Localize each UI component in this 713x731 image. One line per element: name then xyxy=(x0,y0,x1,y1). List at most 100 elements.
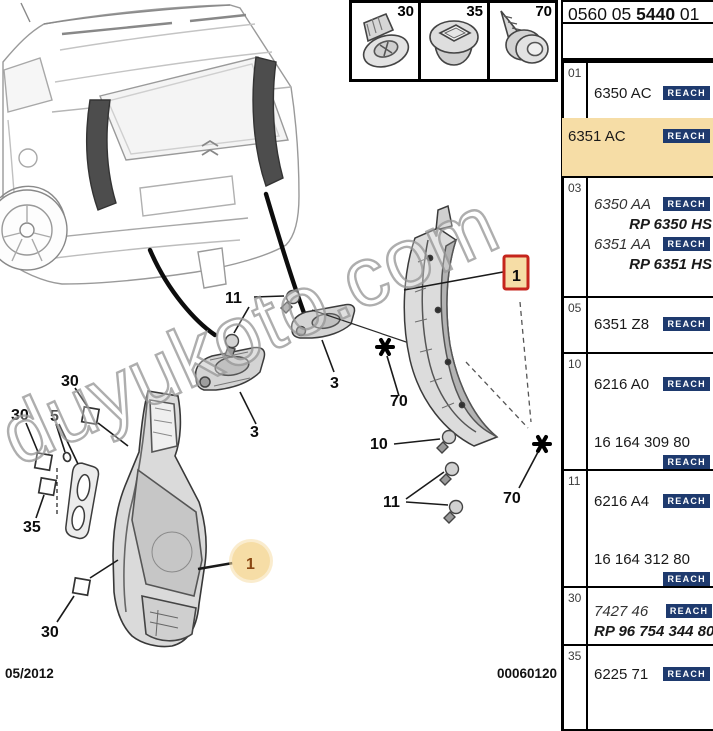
row-content: 6350 AC REACH 6351 AC REACH xyxy=(562,63,713,176)
reach-badge[interactable]: REACH xyxy=(663,197,710,211)
small-lamp-left xyxy=(194,346,266,391)
row-ref: 03 xyxy=(564,178,588,296)
part-code: 6351 AC xyxy=(568,127,626,145)
callout-1-bracket: 1 xyxy=(512,268,521,285)
table-row[interactable]: 03 6350 AA REACH RP 6350 HS 6351 AA REACH RP 6… xyxy=(564,178,713,298)
reach-badge[interactable]: REACH xyxy=(663,455,710,469)
callout-3-right: 3 xyxy=(330,375,339,392)
footer-date: 05/2012 xyxy=(5,666,54,681)
reach-badge[interactable]: REACH xyxy=(663,667,710,681)
reach-badge[interactable]: REACH xyxy=(663,572,710,586)
part-code: 16 164 312 80 xyxy=(594,550,690,568)
fastener-clips xyxy=(33,405,101,597)
reach-badge[interactable]: REACH xyxy=(663,86,710,100)
gasket-seal xyxy=(65,462,100,540)
part-line[interactable]: 6351 AC REACH xyxy=(562,126,713,146)
reach-below-line: REACH xyxy=(588,569,713,589)
screw-icon xyxy=(500,10,549,64)
part-line[interactable]: 6351 AA REACH xyxy=(588,234,713,254)
part-line[interactable]: 6216 A4 REACH xyxy=(588,491,713,511)
row-content: 6350 AA REACH RP 6350 HS 6351 AA REACH RP 635… xyxy=(588,178,713,296)
bracket-lamp xyxy=(403,204,499,447)
part-code: 6216 A4 xyxy=(594,492,650,510)
page-code-bold: 5440 xyxy=(636,4,676,24)
rp-part-line[interactable]: RP 6351 HS xyxy=(629,255,712,273)
grommet-icon xyxy=(429,20,479,66)
row-ref: 05 xyxy=(564,298,588,352)
callout-30-bottom: 30 xyxy=(41,624,59,641)
exploded-parts-diagram: 11 3 3 70 10 11 70 30 30 5 35 30 1 1 duy… xyxy=(0,2,552,648)
part-code: 6225 71 xyxy=(594,665,649,683)
callout-leaders xyxy=(25,271,539,623)
part-line[interactable]: 6350 AC REACH xyxy=(588,83,713,103)
part-line[interactable]: 6350 AA REACH xyxy=(588,194,713,214)
part-line[interactable]: 6351 Z8 REACH xyxy=(588,314,713,334)
callout-3-left: 3 xyxy=(250,424,259,441)
callout-labels: 11 3 3 70 10 11 70 30 30 5 35 30 1 1 xyxy=(11,268,521,641)
part-code: 7427 46 xyxy=(594,602,649,620)
callout-11-lower: 11 xyxy=(383,494,400,511)
reach-badge[interactable]: REACH xyxy=(663,377,710,391)
push-rivet-icon xyxy=(362,12,410,68)
fastener-ref-70: 70 xyxy=(535,3,552,20)
screw-star-markers xyxy=(375,338,552,453)
callout-1-main: 1 xyxy=(246,556,255,573)
blank-box xyxy=(561,24,713,60)
page-code-suffix: 01 xyxy=(675,4,700,24)
footer-doc-number: 00060120 xyxy=(497,666,558,681)
fastener-cell-35: 35 xyxy=(418,3,487,79)
table-row[interactable]: 05 6351 Z8 REACH xyxy=(564,298,713,354)
fastener-ref-30: 30 xyxy=(397,3,414,20)
mount-line xyxy=(311,309,416,346)
row-content: 6351 Z8 REACH xyxy=(588,298,713,352)
fastener-cell-30: 30 xyxy=(352,3,418,79)
reach-badge[interactable]: REACH xyxy=(663,237,710,251)
callout-11-upper: 11 xyxy=(225,290,242,307)
part-line[interactable]: 6216 A0 REACH xyxy=(588,374,713,394)
parts-list-panel: 0560 05 5440 01 01 6350 AC REACH 6351 AC REA… xyxy=(561,0,713,731)
reach-badge[interactable]: REACH xyxy=(663,317,710,331)
table-row[interactable]: 35 6225 71 REACH xyxy=(564,646,713,731)
rp-part-line[interactable]: RP 6350 HS xyxy=(629,215,712,233)
page-code: 0560 05 5440 01 xyxy=(561,0,713,24)
row-content: 6216 A0 REACH 16 164 309 80 REACH xyxy=(588,354,713,469)
reach-badge[interactable]: REACH xyxy=(663,494,710,508)
part-line[interactable]: 6225 71 REACH xyxy=(588,664,713,684)
part-code: 6350 AA xyxy=(594,195,651,213)
citroen-logo-icon xyxy=(201,139,219,156)
part-line[interactable]: 16 164 309 80 xyxy=(588,432,713,452)
reach-below-line: REACH xyxy=(588,452,713,472)
reach-badge[interactable]: REACH xyxy=(665,604,713,618)
part-code: 6351 Z8 xyxy=(594,315,650,333)
part-code: 16 164 309 80 xyxy=(594,433,690,451)
main-tail-lamp xyxy=(112,390,207,648)
callout-35: 35 xyxy=(23,519,41,536)
table-row[interactable]: 10 6216 A0 REACH 16 164 309 80 REACH xyxy=(564,354,713,471)
highlighted-row-strip: 6351 AC REACH xyxy=(562,118,713,176)
part-line[interactable]: 16 164 312 80 xyxy=(588,549,713,569)
part-code: 6350 AC xyxy=(594,84,652,102)
selected-part-red-box[interactable] xyxy=(502,254,530,291)
part-code: 6351 AA xyxy=(594,235,651,253)
row-ref: 10 xyxy=(564,354,588,469)
callout-30-left: 30 xyxy=(11,407,29,424)
callout-70-lower: 70 xyxy=(503,490,521,507)
fastener-ref-35: 35 xyxy=(466,3,483,20)
reach-badge[interactable]: REACH xyxy=(663,129,710,143)
alignment-dashes xyxy=(465,301,532,429)
selected-part-circle[interactable] xyxy=(232,542,270,580)
row-content: 6216 A4 REACH 16 164 312 80 REACH xyxy=(588,471,713,586)
row-ref: 35 xyxy=(564,646,588,729)
row-content: 6225 71 REACH xyxy=(588,646,713,729)
part-code: 6216 A0 xyxy=(594,375,650,393)
rp-part-line[interactable]: RP 96 754 344 80 xyxy=(594,622,713,640)
part-line[interactable]: 7427 46 REACH xyxy=(588,601,713,621)
callout-5: 5 xyxy=(50,408,59,425)
row-content: 7427 46 REACH RP 96 754 344 80 xyxy=(588,588,713,644)
callout-70-upper: 70 xyxy=(390,393,408,410)
callout-10: 10 xyxy=(370,436,388,453)
